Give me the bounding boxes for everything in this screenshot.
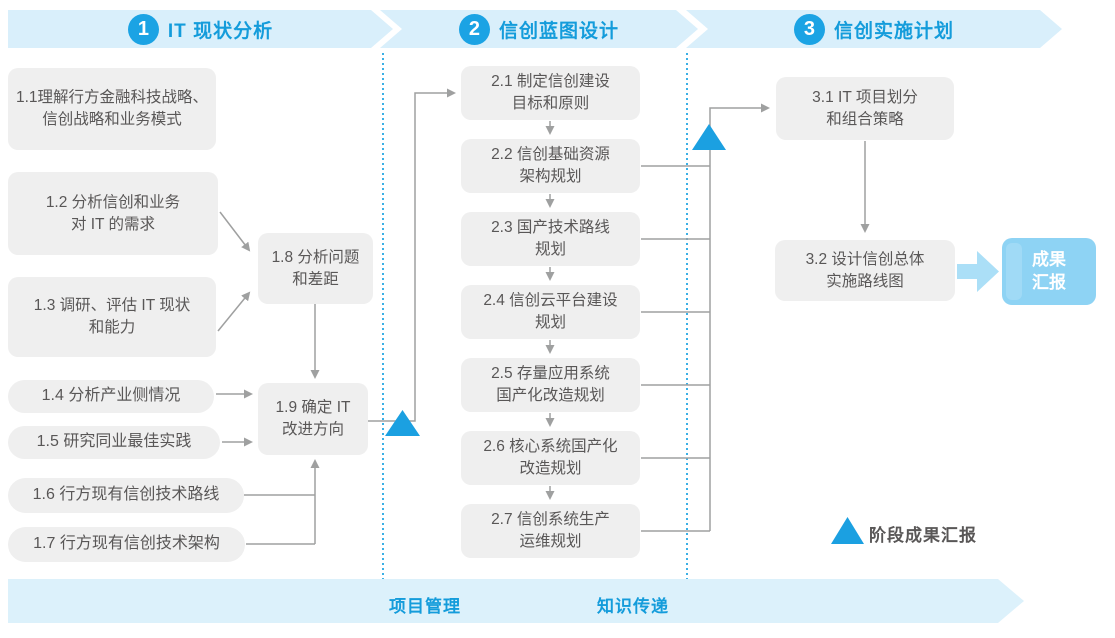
phase3-title: 信创实施计划: [833, 20, 954, 42]
phase1-number-badge: 1: [128, 14, 159, 45]
arrow-1-2-to-1-8: [219, 211, 251, 252]
box-1-7: 1.7 行方现有信创技术架构: [8, 527, 245, 562]
bottom-label-project-management: 项目管理: [389, 597, 461, 616]
legend-milestone-label: 阶段成果汇报: [869, 526, 977, 545]
arrow-1-3-to-1-8: [217, 291, 251, 332]
box-1-2: 1.2 分析信创和业务 对 IT 的需求: [8, 172, 218, 255]
phase2-header-band: 2 信创蓝图设计: [380, 10, 698, 48]
box-1-4: 1.4 分析产业侧情况: [8, 380, 214, 413]
box-1-1: 1.1理解行方金融科技战略、 信创战略和业务模式: [8, 68, 216, 150]
box-1-8: 1.8 分析问题 和差距: [258, 233, 373, 304]
block-arrow-to-outcome: [957, 251, 999, 292]
box-1-6: 1.6 行方现有信创技术路线: [8, 478, 244, 513]
phase1-2-separator: [382, 53, 384, 580]
phase2-number-badge: 2: [459, 14, 490, 45]
legend-triangle-icon: [831, 517, 864, 544]
box-2-7: 2.7 信创系统生产 运维规划: [461, 504, 640, 558]
phase1-title: IT 现状分析: [167, 20, 274, 42]
box-2-2: 2.2 信创基础资源 架构规划: [461, 139, 640, 193]
box-1-9: 1.9 确定 IT 改进方向: [258, 383, 368, 455]
outcome-box-left-stripe: [1006, 243, 1022, 300]
box-2-4: 2.4 信创云平台建设 规划: [461, 285, 640, 339]
phase3-header-band: 3 信创实施计划: [686, 10, 1062, 48]
box-2-5: 2.5 存量应用系统 国产化改造规划: [461, 358, 640, 412]
box-2-1: 2.1 制定信创建设 目标和原则: [461, 66, 640, 120]
box-3-2: 3.2 设计信创总体 实施路线图: [775, 240, 955, 301]
milestone-triangle-phase2: [692, 124, 726, 150]
bottom-support-band: [8, 579, 1024, 623]
box-1-3: 1.3 调研、评估 IT 现状 和能力: [8, 277, 216, 357]
outcome-report-label: 成果 汇报: [1032, 249, 1066, 292]
bottom-label-knowledge-transfer: 知识传递: [597, 597, 669, 616]
phase2-3-separator: [686, 53, 688, 580]
arrow-collector-to-3-1: [709, 103, 770, 531]
box-3-1: 3.1 IT 项目划分 和组合策略: [776, 77, 954, 140]
outcome-report-box: 成果 汇报: [1002, 238, 1096, 305]
box-2-3: 2.3 国产技术路线 规划: [461, 212, 640, 266]
milestone-triangle-phase1: [385, 410, 420, 436]
box-2-6: 2.6 核心系统国产化 改造规划: [461, 431, 640, 485]
phase2-title: 信创蓝图设计: [498, 20, 619, 42]
phase1-header-band: 1 IT 现状分析: [8, 10, 393, 48]
phase3-number-badge: 3: [794, 14, 825, 45]
arrow-1-9-to-2-1: [368, 88, 456, 422]
box-1-5: 1.5 研究同业最佳实践: [8, 426, 220, 459]
